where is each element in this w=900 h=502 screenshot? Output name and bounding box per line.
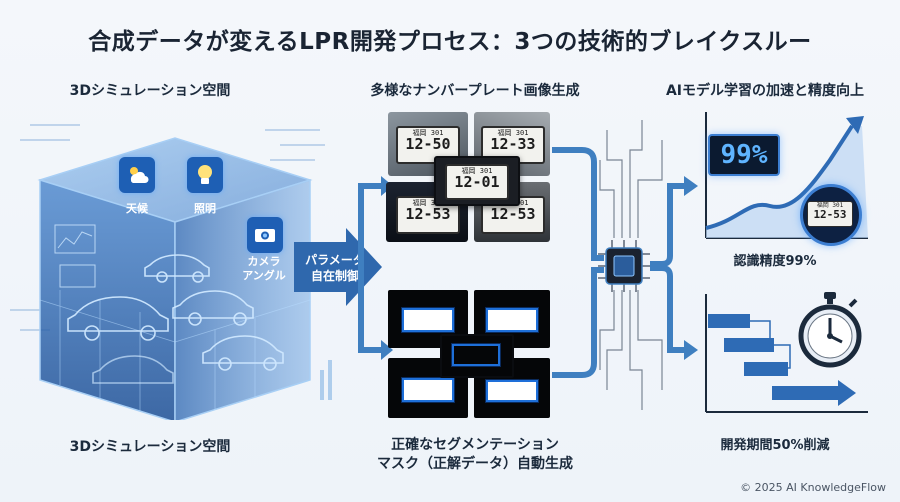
- data-flow-connectors: [552, 120, 663, 410]
- mask-tile: [388, 358, 468, 418]
- accuracy-label: 認識精度99%: [733, 254, 817, 269]
- weather-label: 天候: [126, 202, 148, 215]
- mask-tile-center: [440, 334, 514, 378]
- mask-generation-label: 正確なセグメンテーション マスク（正解データ）自動生成: [360, 436, 590, 474]
- dev-time-chart: [705, 294, 868, 413]
- camera-icon: [247, 217, 283, 253]
- plate-generation-label: 多様なナンバープレート画像生成: [370, 83, 580, 99]
- badge-plate: 福岡 301 12-53: [807, 201, 853, 227]
- parameter-label-line2: 自在制御: [310, 269, 359, 283]
- camera-angle-label: カメラ アングル: [242, 255, 286, 282]
- lightbulb-icon: [187, 157, 223, 193]
- ai-chip-icon: [598, 240, 650, 292]
- simulation-space-top-label: 3Dシミュレーション空間: [69, 83, 231, 99]
- output-arrows: [650, 176, 698, 360]
- lighting-label: 照明: [194, 202, 216, 215]
- plate-badge: 福岡 301 12-53: [800, 184, 862, 246]
- page-title: 合成データが変えるLPR開発プロセス：3つの技術的ブレイクスルー: [88, 29, 812, 55]
- simulation-space-bottom-label: 3Dシミュレーション空間: [69, 439, 231, 455]
- copyright-footer: © 2025 AI KnowledgeFlow: [740, 481, 886, 494]
- weather-icon: [119, 157, 155, 193]
- parameter-arrow-label: パラメータ 自在制御: [296, 252, 374, 284]
- accuracy-display: 99%: [708, 134, 780, 176]
- parameter-label-line1: パラメータ: [305, 253, 365, 267]
- mask-label-line2: マスク（正解データ）自動生成: [377, 456, 573, 472]
- dev-time-label: 開発期間50%削減: [720, 438, 830, 453]
- stopwatch-icon: [798, 292, 862, 368]
- split-arrows: [358, 176, 393, 360]
- mask-label-line1: 正確なセグメンテーション: [391, 437, 559, 453]
- ai-training-label: AIモデル学習の加速と精度向上: [665, 83, 865, 99]
